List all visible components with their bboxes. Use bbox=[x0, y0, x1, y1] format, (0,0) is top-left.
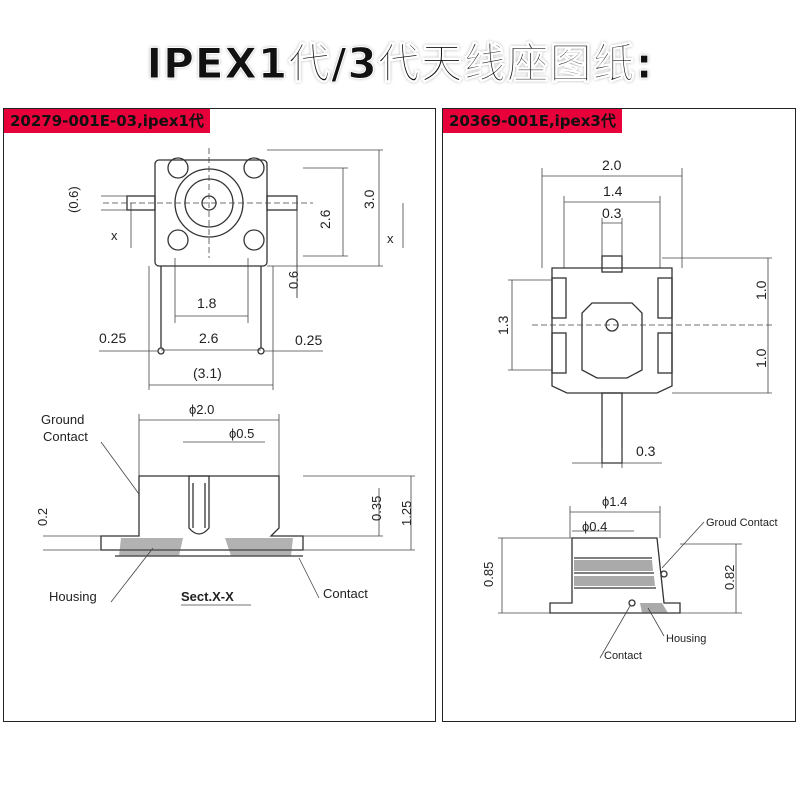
ipex3-dim-0.85: 0.85 bbox=[481, 562, 496, 587]
ipex1-dim-0.35: 0.35 bbox=[369, 496, 384, 521]
ipex1-part-tag: 20279-001E-03,ipex1代 bbox=[4, 109, 210, 133]
ipex1-dim-0.25-right: 0.25 bbox=[295, 332, 322, 348]
ipex3-dim-1.3: 1.3 bbox=[495, 315, 511, 335]
ipex1-dim-0.2: 0.2 bbox=[35, 508, 50, 526]
ipex1-drawing: (0.6) x 3.0 2.6 0.6 x 1.8 2.6 0.25 0.25 bbox=[35, 148, 415, 606]
ipex3-section-view: ϕ1.4 ϕ0.4 Groud Contact 0.85 0.82 Housin… bbox=[481, 494, 778, 662]
ipex1-dim-phi2.0: ϕ2.0 bbox=[189, 402, 214, 417]
ipex1-label-contact: Contact bbox=[323, 586, 368, 601]
ipex1-dim-0.6: 0.6 bbox=[286, 271, 301, 289]
ipex1-label-sect: Sect.X-X bbox=[181, 589, 234, 604]
ipex3-dim-1.0-top: 1.0 bbox=[753, 280, 769, 300]
ipex1-dim-phi0.5: ϕ0.5 bbox=[229, 426, 254, 441]
ipex3-dim-1.4: 1.4 bbox=[603, 183, 623, 199]
ipex3-top-view: 2.0 1.4 0.3 1.0 1.0 1.3 0.3 bbox=[495, 157, 772, 468]
ipex3-dim-1.0-bottom: 1.0 bbox=[753, 348, 769, 368]
ipex3-label-ground-contact: Groud Contact bbox=[706, 517, 778, 529]
ipex1-dim-2.6-vertical: 2.6 bbox=[317, 209, 333, 229]
ipex1-dim-0.6-paren: (0.6) bbox=[66, 186, 81, 213]
ipex3-dim-0.3-bottom: 0.3 bbox=[636, 443, 656, 459]
ipex1-dim-2.6-horizontal: 2.6 bbox=[199, 330, 219, 346]
page-title: IPEX1代/3代天线座图纸: bbox=[146, 39, 654, 89]
ipex1-drawing-panel bbox=[3, 108, 436, 722]
ipex1-dim-0.25-left: 0.25 bbox=[99, 330, 126, 346]
ipex3-dim-phi0.4: ϕ0.4 bbox=[582, 519, 607, 534]
ipex3-drawing-panel bbox=[442, 108, 796, 722]
ipex3-dim-2.0: 2.0 bbox=[602, 157, 622, 173]
ipex1-label-ground: Ground bbox=[41, 412, 84, 427]
ipex3-dim-0.3: 0.3 bbox=[602, 205, 622, 221]
ipex1-top-view: (0.6) x 3.0 2.6 0.6 x 1.8 2.6 0.25 0.25 bbox=[66, 148, 404, 390]
ipex1-label-contact-top: Contact bbox=[43, 429, 88, 444]
ipex3-part-tag: 20369-001E,ipex3代 bbox=[443, 109, 622, 133]
ipex1-section-view: ϕ2.0 ϕ0.5 Ground Contact 0.2 0.35 1.25 H… bbox=[35, 402, 415, 606]
ipex3-dim-0.82: 0.82 bbox=[722, 565, 737, 590]
ipex1-x-left: x bbox=[111, 228, 118, 243]
ipex1-dim-3.0: 3.0 bbox=[361, 189, 377, 209]
ipex1-label-housing: Housing bbox=[49, 589, 97, 604]
ipex3-drawing: 2.0 1.4 0.3 1.0 1.0 1.3 0.3 bbox=[481, 157, 778, 662]
ipex1-dim-1.8: 1.8 bbox=[197, 295, 217, 311]
ipex1-x-right: x bbox=[387, 231, 394, 246]
ipex3-label-contact: Contact bbox=[604, 650, 642, 662]
ipex3-label-housing: Housing bbox=[666, 633, 706, 645]
ipex1-dim-3.1: (3.1) bbox=[193, 365, 222, 381]
ipex3-dim-phi1.4: ϕ1.4 bbox=[602, 494, 627, 509]
ipex1-dim-1.25: 1.25 bbox=[399, 501, 414, 526]
